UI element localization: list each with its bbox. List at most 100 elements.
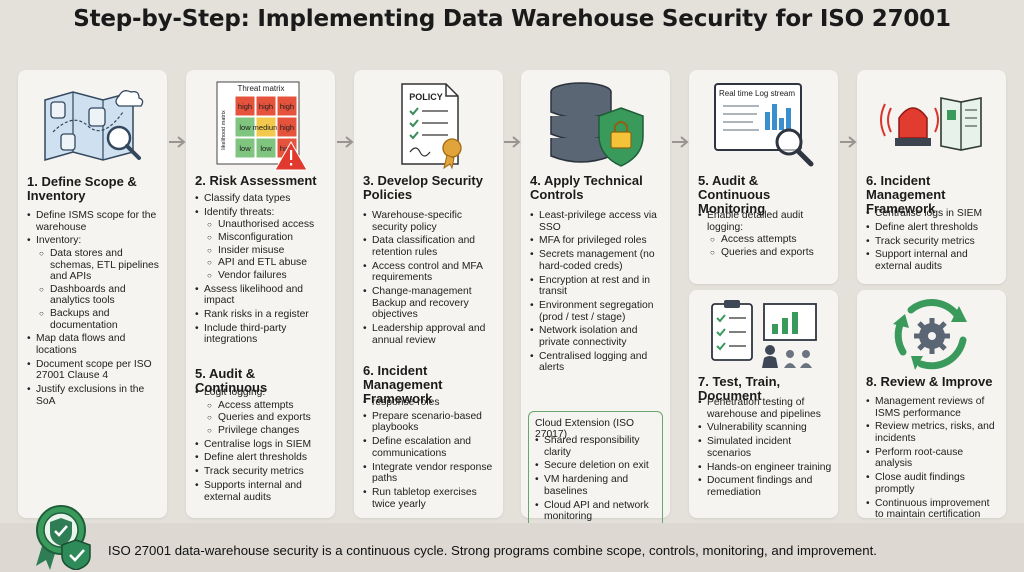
bullet-text: Close audit findings promptly (875, 472, 965, 495)
step-heading: 4. Apply Technical Controls (530, 173, 643, 202)
step-card-review: 8. Review & Improve Management reviews o… (857, 290, 1006, 520)
page-title: Step-by-Step: Implementing Data Warehous… (73, 6, 951, 32)
matrix-cell-label: low (239, 123, 251, 132)
bullet-text: Shared responsibility clarity (544, 435, 640, 458)
risk-matrix-icon: Threat matrix likelihood matrix high high… (186, 80, 335, 172)
log-stream-monitor-icon: Real time Log stream (689, 78, 838, 170)
step-card-controls: 4. Apply Technical Controls Least-privil… (521, 70, 670, 572)
step-bullets: Least-privilege access via SSO MFA for pr… (530, 210, 664, 376)
bullet-text: Hands-on engineer training (707, 461, 832, 473)
bullet-text: response roles (372, 397, 440, 408)
bullet-item: Inventory:Data stores and schemas, ETL p… (27, 235, 161, 331)
bullet-item: Rank risks in a register (195, 309, 329, 321)
bullet-item: Shared responsibility clarity (535, 435, 656, 458)
bullet-item: Document scope per ISO 27001 Clause 4 (27, 359, 161, 382)
cloud-extension-bullets: Shared responsibility claritySecure dele… (535, 435, 656, 525)
bullet-text: Secrets management (no hard-coded creds) (539, 249, 655, 272)
sub-bullet-item: Queries and exports (204, 412, 329, 424)
footer-summary: ISO 27001 data-warehouse security is a c… (108, 543, 877, 558)
matrix-cell-label: high (237, 102, 251, 111)
sub-bullet-item: Backups and documentation (36, 308, 161, 331)
bullet-text: Perform root-cause analysis (875, 446, 964, 470)
sub-bullet-item: Access attempts (204, 400, 329, 412)
bullet-item: Leadership approval and annual review (363, 323, 497, 346)
database-shield-lock-icon (521, 78, 670, 172)
data-store-map-icon (18, 82, 167, 168)
bullet-item: VM hardening and baselines (535, 474, 656, 497)
bullet-text: Change-management Backup and recovery ob… (372, 286, 472, 321)
bullet-item: Define ISMS scope for the warehouse (27, 210, 161, 233)
bullet-text: Prepare scenario-based playbooks (372, 410, 482, 434)
bullet-text: Identify threats: (204, 206, 275, 218)
bullet-text: Management reviews of ISMS performance (875, 396, 985, 419)
bullet-item: Simulated incident scenarios (698, 436, 832, 459)
step-sub-bullets: response rolesPrepare scenario-based pla… (363, 397, 497, 512)
bullet-text: Track security metrics (204, 466, 304, 478)
sub-bullet-item: Privilege changes (204, 425, 329, 437)
bullet-item: Review metrics, risks, and incidents (866, 421, 1000, 444)
bullet-text: MFA for privileged roles (539, 235, 647, 247)
sub-bullet-list: Data stores and schemas, ETL pipelines a… (36, 248, 161, 331)
bullet-item: response roles (363, 397, 497, 409)
flow-arrow-icon (169, 136, 186, 148)
bullet-text: Define escalation and communications (372, 436, 472, 459)
bullet-item: Track security metrics (866, 236, 1000, 248)
bullet-item: Management reviews of ISMS performance (866, 396, 1000, 419)
bullet-item: Secrets management (no hard-coded creds) (530, 249, 664, 272)
bullet-item: Cloud API and network monitoring (535, 500, 656, 523)
bullet-text: Least-privilege access via SSO (539, 210, 657, 233)
sub-bullet-item: Insider misuse (204, 245, 329, 257)
bullet-item: Network isolation and private connectivi… (530, 325, 664, 348)
bullet-item: Centralise logs in SIEM (195, 439, 329, 451)
flow-arrow-icon (337, 136, 354, 148)
bullet-item: Justify exclusions in the SoA (27, 384, 161, 407)
sub-bullet-item: Vendor failures (204, 270, 329, 282)
bullet-item: Supports internal and external audits (195, 480, 329, 503)
step-card-policies: POLICY 3. Develop Security Policies Ware… (354, 70, 503, 518)
bullet-item: Warehouse-specific security policy (363, 210, 497, 233)
step-bullets: Warehouse-specific security policyData c… (363, 210, 497, 348)
bullet-text: Define alert thresholds (875, 221, 979, 233)
matrix-cell-label: high (279, 123, 293, 132)
bullet-text: VM hardening and baselines (544, 474, 629, 497)
bullet-item: Identify threats:Unauthorised accessMisc… (195, 207, 329, 282)
improvement-cycle-icon (857, 296, 1006, 372)
step-sub-bullets: Logit logging:Access attemptsQueries and… (195, 387, 329, 505)
footer-banner (0, 523, 1024, 572)
bullet-text: Assess likelihood and impact (204, 283, 304, 307)
bullet-item: Define alert thresholds (195, 452, 329, 464)
sub-bullet-item: Dashboards and analytics tools (36, 284, 161, 307)
step-bullets: Centralise logs in SIEMDefine alert thre… (866, 208, 1000, 275)
bullet-item: Logit logging:Access attemptsQueries and… (195, 387, 329, 436)
step-card-incident: 6. Incident Management Framework Central… (857, 70, 1006, 284)
step-heading: 2. Risk Assessment (195, 173, 317, 188)
matrix-title: Threat matrix (237, 84, 284, 93)
bullet-item: Encryption at rest and in transit (530, 275, 664, 298)
alarm-playbook-icon (857, 88, 1006, 158)
bullet-item: Run tabletop exercises twice yearly (363, 487, 497, 510)
matrix-axis-label: likelihood matrix (221, 110, 227, 150)
bullet-item: Close audit findings promptly (866, 472, 1000, 495)
bullet-text: Classify data types (204, 193, 291, 204)
bullet-item: Define escalation and communications (363, 436, 497, 459)
bullet-item: Least-privilege access via SSO (530, 210, 664, 233)
bullet-item: Hands-on engineer training (698, 462, 832, 474)
bullet-text: Support internal and external audits (875, 249, 968, 272)
bullet-item: Perform root-cause analysis (866, 447, 1000, 470)
bullet-item: Prepare scenario-based playbooks (363, 411, 497, 434)
bullet-text: Penetration testing of warehouse and pip… (707, 397, 821, 420)
policy-label: POLICY (409, 92, 443, 102)
matrix-cell-label: low (239, 144, 251, 153)
step-bullets: Classify data typesIdentify threats:Unau… (195, 193, 329, 348)
matrix-cell-label: high (258, 102, 272, 111)
sub-bullet-item: Misconfiguration (204, 232, 329, 244)
bullet-item: Access control and MFA requirements (363, 261, 497, 284)
step-card-risk: Threat matrix likelihood matrix high high… (186, 70, 335, 518)
bullet-item: Environment segregation (prod / test / s… (530, 300, 664, 323)
bullet-text: Centralised logging and alerts (539, 350, 648, 374)
sub-bullet-item: Queries and exports (707, 247, 832, 259)
step-card-monitoring: Real time Log stream 5. Audit & Continuo… (689, 70, 838, 284)
matrix-cell (276, 95, 297, 117)
bullet-item: Enable detailed audit logging:Access att… (698, 210, 832, 258)
step-bullets: Enable detailed audit logging:Access att… (698, 210, 832, 261)
